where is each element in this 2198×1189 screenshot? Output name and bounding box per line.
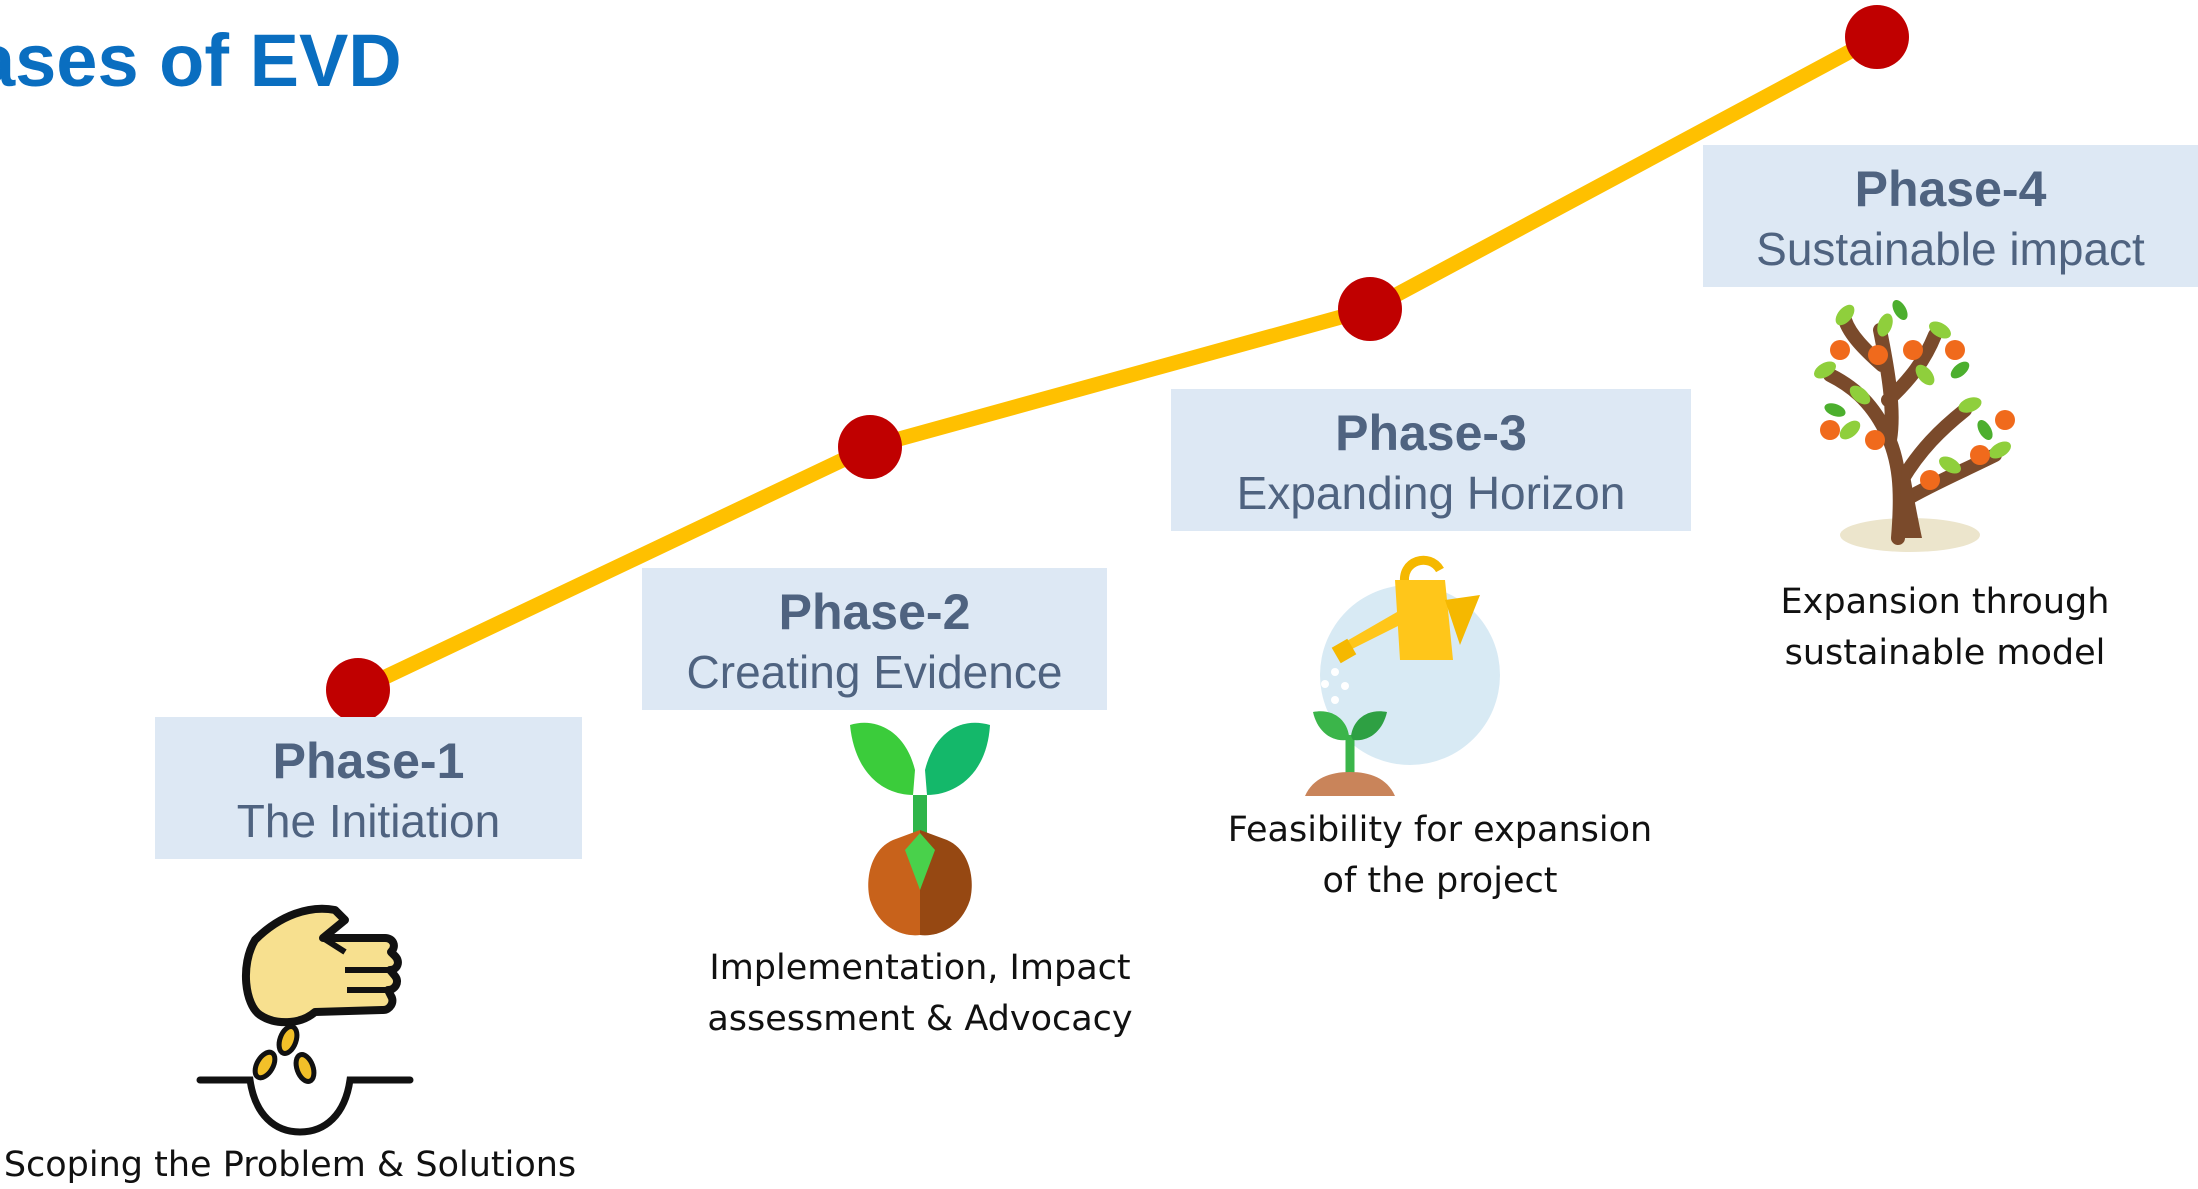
phase-4-marker bbox=[1845, 5, 1909, 69]
phase-4-subtitle: Sustainable impact bbox=[1756, 223, 2145, 275]
phase-2-box: Phase-2 Creating Evidence bbox=[642, 568, 1107, 710]
hand-sowing-seeds-icon bbox=[196, 904, 414, 1136]
phase-2-marker bbox=[838, 415, 902, 479]
phase-3-marker bbox=[1338, 277, 1402, 341]
phase-3-description: Feasibility for expansion of the project bbox=[1227, 810, 1653, 901]
phase-3-subtitle: Expanding Horizon bbox=[1236, 467, 1626, 519]
phase-4-box: Phase-4 Sustainable impact bbox=[1703, 145, 2198, 287]
page-title: ases of EVD bbox=[0, 19, 402, 102]
phase-1-description: Scoping the Problem & Solutions bbox=[3, 1145, 577, 1185]
phase-2-subtitle: Creating Evidence bbox=[686, 646, 1063, 698]
phase-3-box: Phase-3 Expanding Horizon bbox=[1171, 389, 1691, 531]
phase-1-marker bbox=[326, 658, 390, 722]
fruit-tree-icon bbox=[1814, 300, 2015, 552]
phase-2-description: Implementation, Impact assessment & Advo… bbox=[707, 948, 1133, 1039]
watering-can-seedling-icon bbox=[1305, 555, 1500, 796]
sprouting-seed-icon bbox=[850, 722, 990, 936]
phase-4-description: Expansion through sustainable model bbox=[1780, 582, 2110, 673]
phase-1-name: Phase-1 bbox=[272, 733, 465, 789]
phase-1-subtitle: The Initiation bbox=[236, 795, 501, 847]
phase-4-name: Phase-4 bbox=[1854, 161, 2047, 217]
phase-2-name: Phase-2 bbox=[778, 584, 971, 640]
phase-1-box: Phase-1 The Initiation bbox=[155, 717, 582, 859]
phase-3-name: Phase-3 bbox=[1335, 405, 1527, 461]
